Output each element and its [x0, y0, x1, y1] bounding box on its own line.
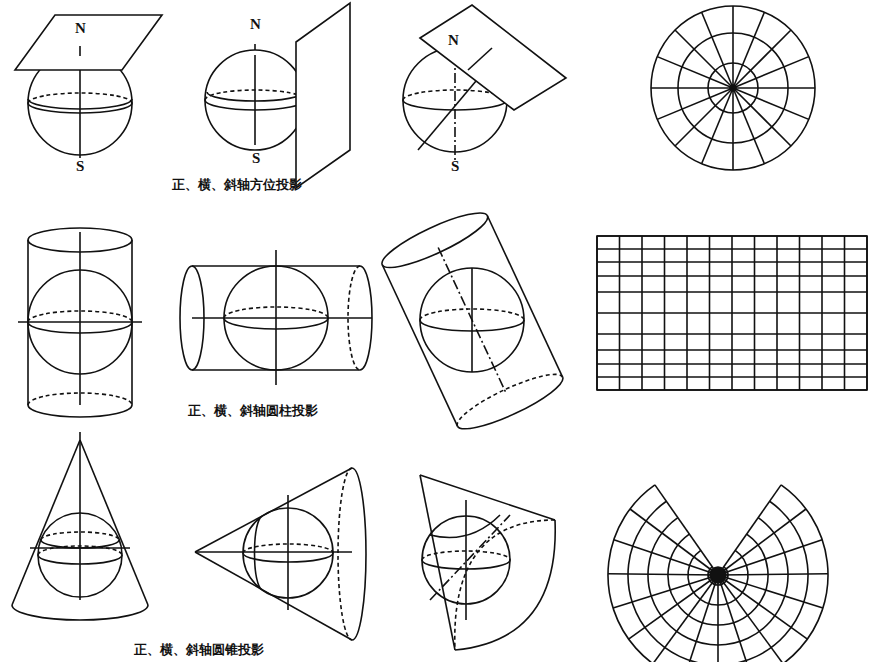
meridian-line — [613, 575, 718, 608]
meridian-line — [717, 575, 719, 662]
cylinder-transverse — [180, 250, 372, 385]
meridian-line — [718, 485, 781, 575]
meridian-line — [629, 575, 718, 639]
meridian-line — [675, 88, 733, 146]
meridian-line — [733, 30, 791, 88]
parallel-line — [597, 275, 867, 277]
caption-label: 正、横、斜轴方位投影 — [172, 176, 302, 194]
pole-label: N — [448, 32, 459, 49]
parallel-line — [597, 312, 867, 314]
caption-label: 正、横、斜轴圆锥投影 — [134, 641, 264, 659]
meridian-line — [653, 575, 718, 662]
meridian-line — [651, 87, 733, 89]
meridian-line — [733, 87, 815, 89]
parallel-line — [597, 363, 867, 365]
pole-label: S — [76, 158, 84, 175]
parallel-line — [597, 261, 867, 263]
pole-label: N — [75, 20, 86, 37]
meridian-line — [718, 540, 822, 575]
meridian-line — [718, 509, 806, 575]
meridian-line — [702, 12, 733, 88]
parallel-line — [597, 333, 867, 335]
cylinder-oblique — [377, 204, 568, 438]
meridian-line — [733, 57, 809, 88]
azimuthal-normal — [15, 15, 162, 158]
meridian-line — [733, 88, 791, 146]
meridian-line — [732, 6, 734, 88]
cylinder-normal — [18, 228, 142, 417]
meridian-line — [657, 88, 733, 119]
pole-label: N — [250, 16, 261, 33]
parallel-line — [597, 376, 867, 378]
meridian-line — [608, 574, 718, 575]
parallel-line — [597, 248, 867, 250]
meridian-line — [630, 509, 718, 575]
pole-label: S — [451, 158, 459, 175]
cylinder-oblique-globe — [420, 268, 524, 372]
parallel-line — [597, 291, 867, 293]
parallel-line — [597, 235, 867, 237]
meridian-line — [614, 540, 718, 575]
meridian-line — [718, 574, 828, 575]
azimuthal-grid — [651, 6, 815, 170]
meridian-line — [675, 30, 733, 88]
azimuthal-oblique — [403, 5, 566, 160]
cylindrical-grid — [597, 236, 867, 390]
parallel-line — [597, 389, 867, 391]
meridian-line — [718, 575, 807, 639]
cone-normal — [12, 432, 148, 620]
caption-label: 正、横、斜轴圆柱投影 — [188, 402, 318, 420]
cone-transverse — [195, 468, 366, 640]
pole-point — [710, 567, 726, 583]
meridian-line — [732, 88, 734, 170]
meridian-line — [718, 575, 752, 662]
cone-oblique — [420, 475, 555, 650]
pole-label: S — [252, 150, 260, 167]
meridian-line — [718, 575, 783, 662]
meridian-line — [733, 88, 764, 164]
parallel-line — [597, 349, 867, 351]
conic-grid — [608, 485, 828, 662]
azimuthal-transverse — [205, 3, 350, 188]
meridian-line — [655, 485, 718, 575]
parallel-arc — [608, 485, 828, 662]
meridian-line — [718, 575, 823, 608]
